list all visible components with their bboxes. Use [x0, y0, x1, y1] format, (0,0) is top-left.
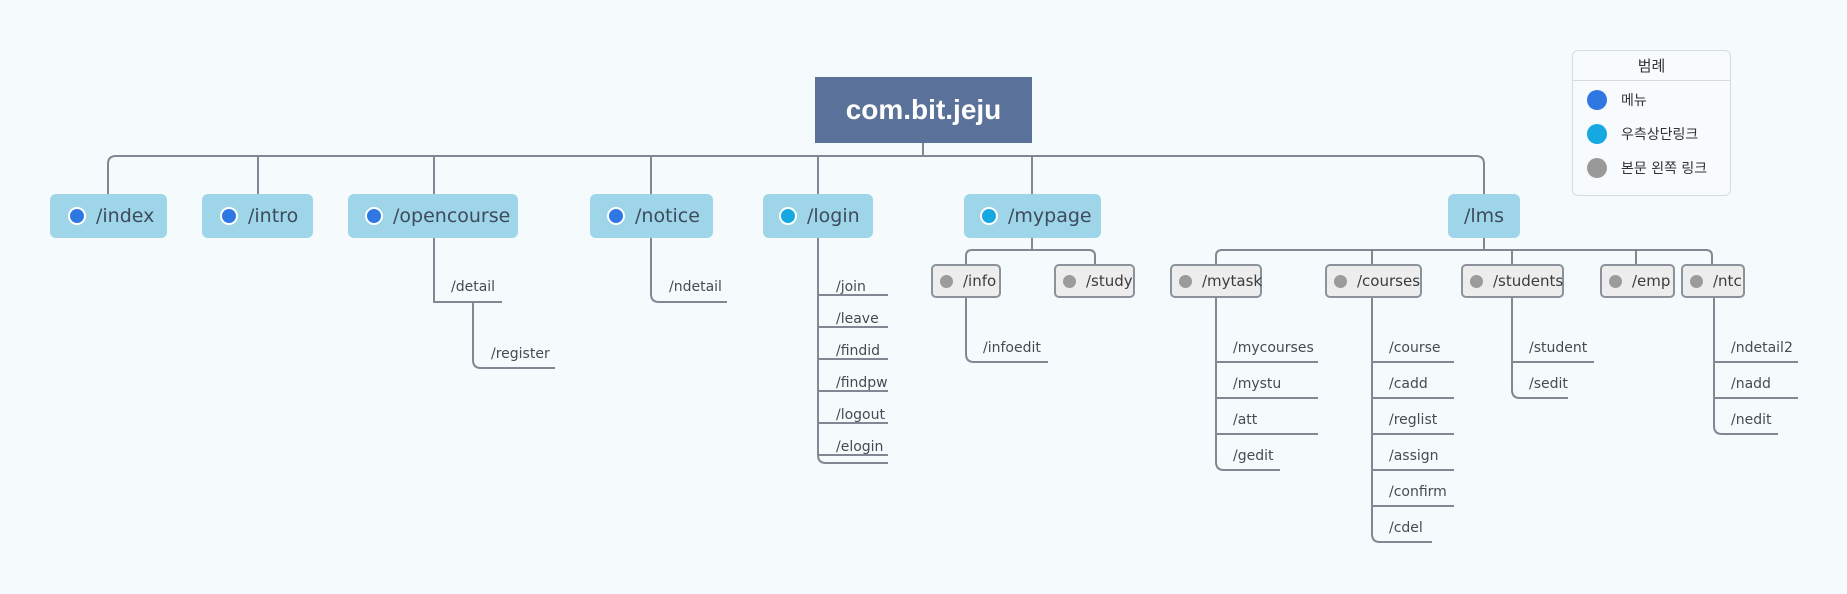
connector-line — [472, 302, 555, 369]
menu-dot-icon — [68, 207, 86, 225]
leaf-course[interactable]: /course — [1389, 340, 1441, 356]
menu-dot-icon — [220, 207, 238, 225]
body-left-link-dot-icon — [940, 274, 953, 288]
node-opencourse[interactable]: /opencourse — [348, 194, 518, 238]
body-left-link-dot-icon — [1587, 158, 1607, 178]
node-label: /info — [963, 272, 997, 290]
legend-label: 메뉴 — [1621, 93, 1647, 109]
node-label: /intro — [248, 205, 299, 227]
top-right-link-dot-icon — [980, 207, 998, 225]
body-left-link-dot-icon — [1609, 274, 1622, 288]
connector-line — [1371, 298, 1432, 543]
leaf-att[interactable]: /att — [1233, 412, 1258, 428]
body-left-link-dot-icon — [1334, 274, 1347, 288]
leaf-sedit[interactable]: /sedit — [1529, 376, 1568, 392]
connector-line — [1215, 249, 1713, 264]
leaf-mystu[interactable]: /mystu — [1233, 376, 1282, 392]
node-mytask[interactable]: /mytask — [1170, 264, 1262, 298]
body-left-link-dot-icon — [1179, 274, 1192, 288]
legend-title: 범례 — [1573, 51, 1730, 81]
connector-line — [650, 238, 727, 303]
menu-dot-icon — [365, 207, 383, 225]
node-courses[interactable]: /courses — [1325, 264, 1422, 298]
legend-label: 본문 왼쪽 링크 — [1621, 161, 1708, 177]
node-label: /opencourse — [393, 205, 511, 227]
leaf-nadd[interactable]: /nadd — [1731, 376, 1771, 392]
leaf-infoedit[interactable]: /infoedit — [983, 340, 1041, 356]
node-index[interactable]: /index — [50, 194, 167, 238]
node-emp[interactable]: /emp — [1600, 264, 1675, 298]
node-ntc[interactable]: /ntc — [1681, 264, 1745, 298]
leaf-ndetail[interactable]: /ndetail — [669, 279, 722, 295]
node-students[interactable]: /students — [1461, 264, 1564, 298]
connector-line — [1215, 298, 1280, 471]
leaf-register[interactable]: /register — [491, 346, 550, 362]
node-label: /notice — [635, 205, 700, 227]
leaf-elogin[interactable]: /elogin — [836, 439, 884, 455]
body-left-link-dot-icon — [1063, 274, 1076, 288]
node-label: /ntc — [1713, 272, 1742, 290]
leaf-detail[interactable]: /detail — [451, 279, 496, 295]
root-node: com.bit.jeju — [815, 77, 1032, 143]
leaf-logout[interactable]: /logout — [836, 407, 885, 423]
leaf-nedit[interactable]: /nedit — [1731, 412, 1772, 428]
node-label: /courses — [1357, 272, 1421, 290]
menu-dot-icon — [1587, 90, 1607, 110]
legend-label: 우측상단링크 — [1621, 127, 1699, 143]
menu-dot-icon — [607, 207, 625, 225]
node-login[interactable]: /login — [763, 194, 873, 238]
connector-line — [433, 238, 502, 303]
body-left-link-dot-icon — [1690, 274, 1703, 288]
connector-line — [107, 155, 1485, 194]
leaf-gedit[interactable]: /gedit — [1233, 448, 1274, 464]
connector-line — [965, 249, 1032, 264]
node-study[interactable]: /study — [1054, 264, 1135, 298]
node-label: /study — [1086, 272, 1133, 290]
leaf-ndetail2[interactable]: /ndetail2 — [1731, 340, 1793, 356]
leaf-cdel[interactable]: /cdel — [1389, 520, 1423, 536]
node-label: /login — [807, 205, 860, 227]
leaf-cadd[interactable]: /cadd — [1389, 376, 1428, 392]
connector-line — [965, 298, 1048, 363]
leaf-join[interactable]: /join — [836, 279, 866, 295]
node-notice[interactable]: /notice — [590, 194, 713, 238]
leaf-leave[interactable]: /leave — [836, 311, 879, 327]
node-lms[interactable]: /lms — [1448, 194, 1520, 238]
node-label: /mytask — [1202, 272, 1263, 290]
node-intro[interactable]: /intro — [202, 194, 313, 238]
node-info[interactable]: /info — [931, 264, 1001, 298]
leaf-confirm[interactable]: /confirm — [1389, 484, 1447, 500]
node-label: /lms — [1463, 205, 1505, 227]
node-label: /students — [1493, 272, 1564, 290]
leaf-reglist[interactable]: /reglist — [1389, 412, 1438, 428]
leaf-findpw[interactable]: /findpw — [836, 375, 888, 391]
node-label: /emp — [1632, 272, 1671, 290]
legend: 범례 메뉴 우측상단링크 본문 왼쪽 링크 — [1572, 50, 1731, 196]
node-mypage[interactable]: /mypage — [964, 194, 1101, 238]
body-left-link-dot-icon — [1470, 274, 1483, 288]
connector-line — [817, 238, 888, 464]
leaf-student[interactable]: /student — [1529, 340, 1588, 356]
top-right-link-dot-icon — [779, 207, 797, 225]
legend-item-body-left-link: 본문 왼쪽 링크 — [1587, 158, 1707, 178]
node-label: /mypage — [1008, 205, 1092, 227]
node-label: /index — [96, 205, 155, 227]
leaf-mycourses[interactable]: /mycourses — [1233, 340, 1314, 356]
connector-line — [1511, 298, 1568, 399]
legend-item-menu: 메뉴 — [1587, 90, 1647, 110]
top-right-link-dot-icon — [1587, 124, 1607, 144]
legend-item-top-right-link: 우측상단링크 — [1587, 124, 1698, 144]
connector-line — [1713, 298, 1778, 435]
connector-line — [1031, 238, 1096, 264]
leaf-assign[interactable]: /assign — [1389, 448, 1439, 464]
leaf-findid[interactable]: /findid — [836, 343, 881, 359]
